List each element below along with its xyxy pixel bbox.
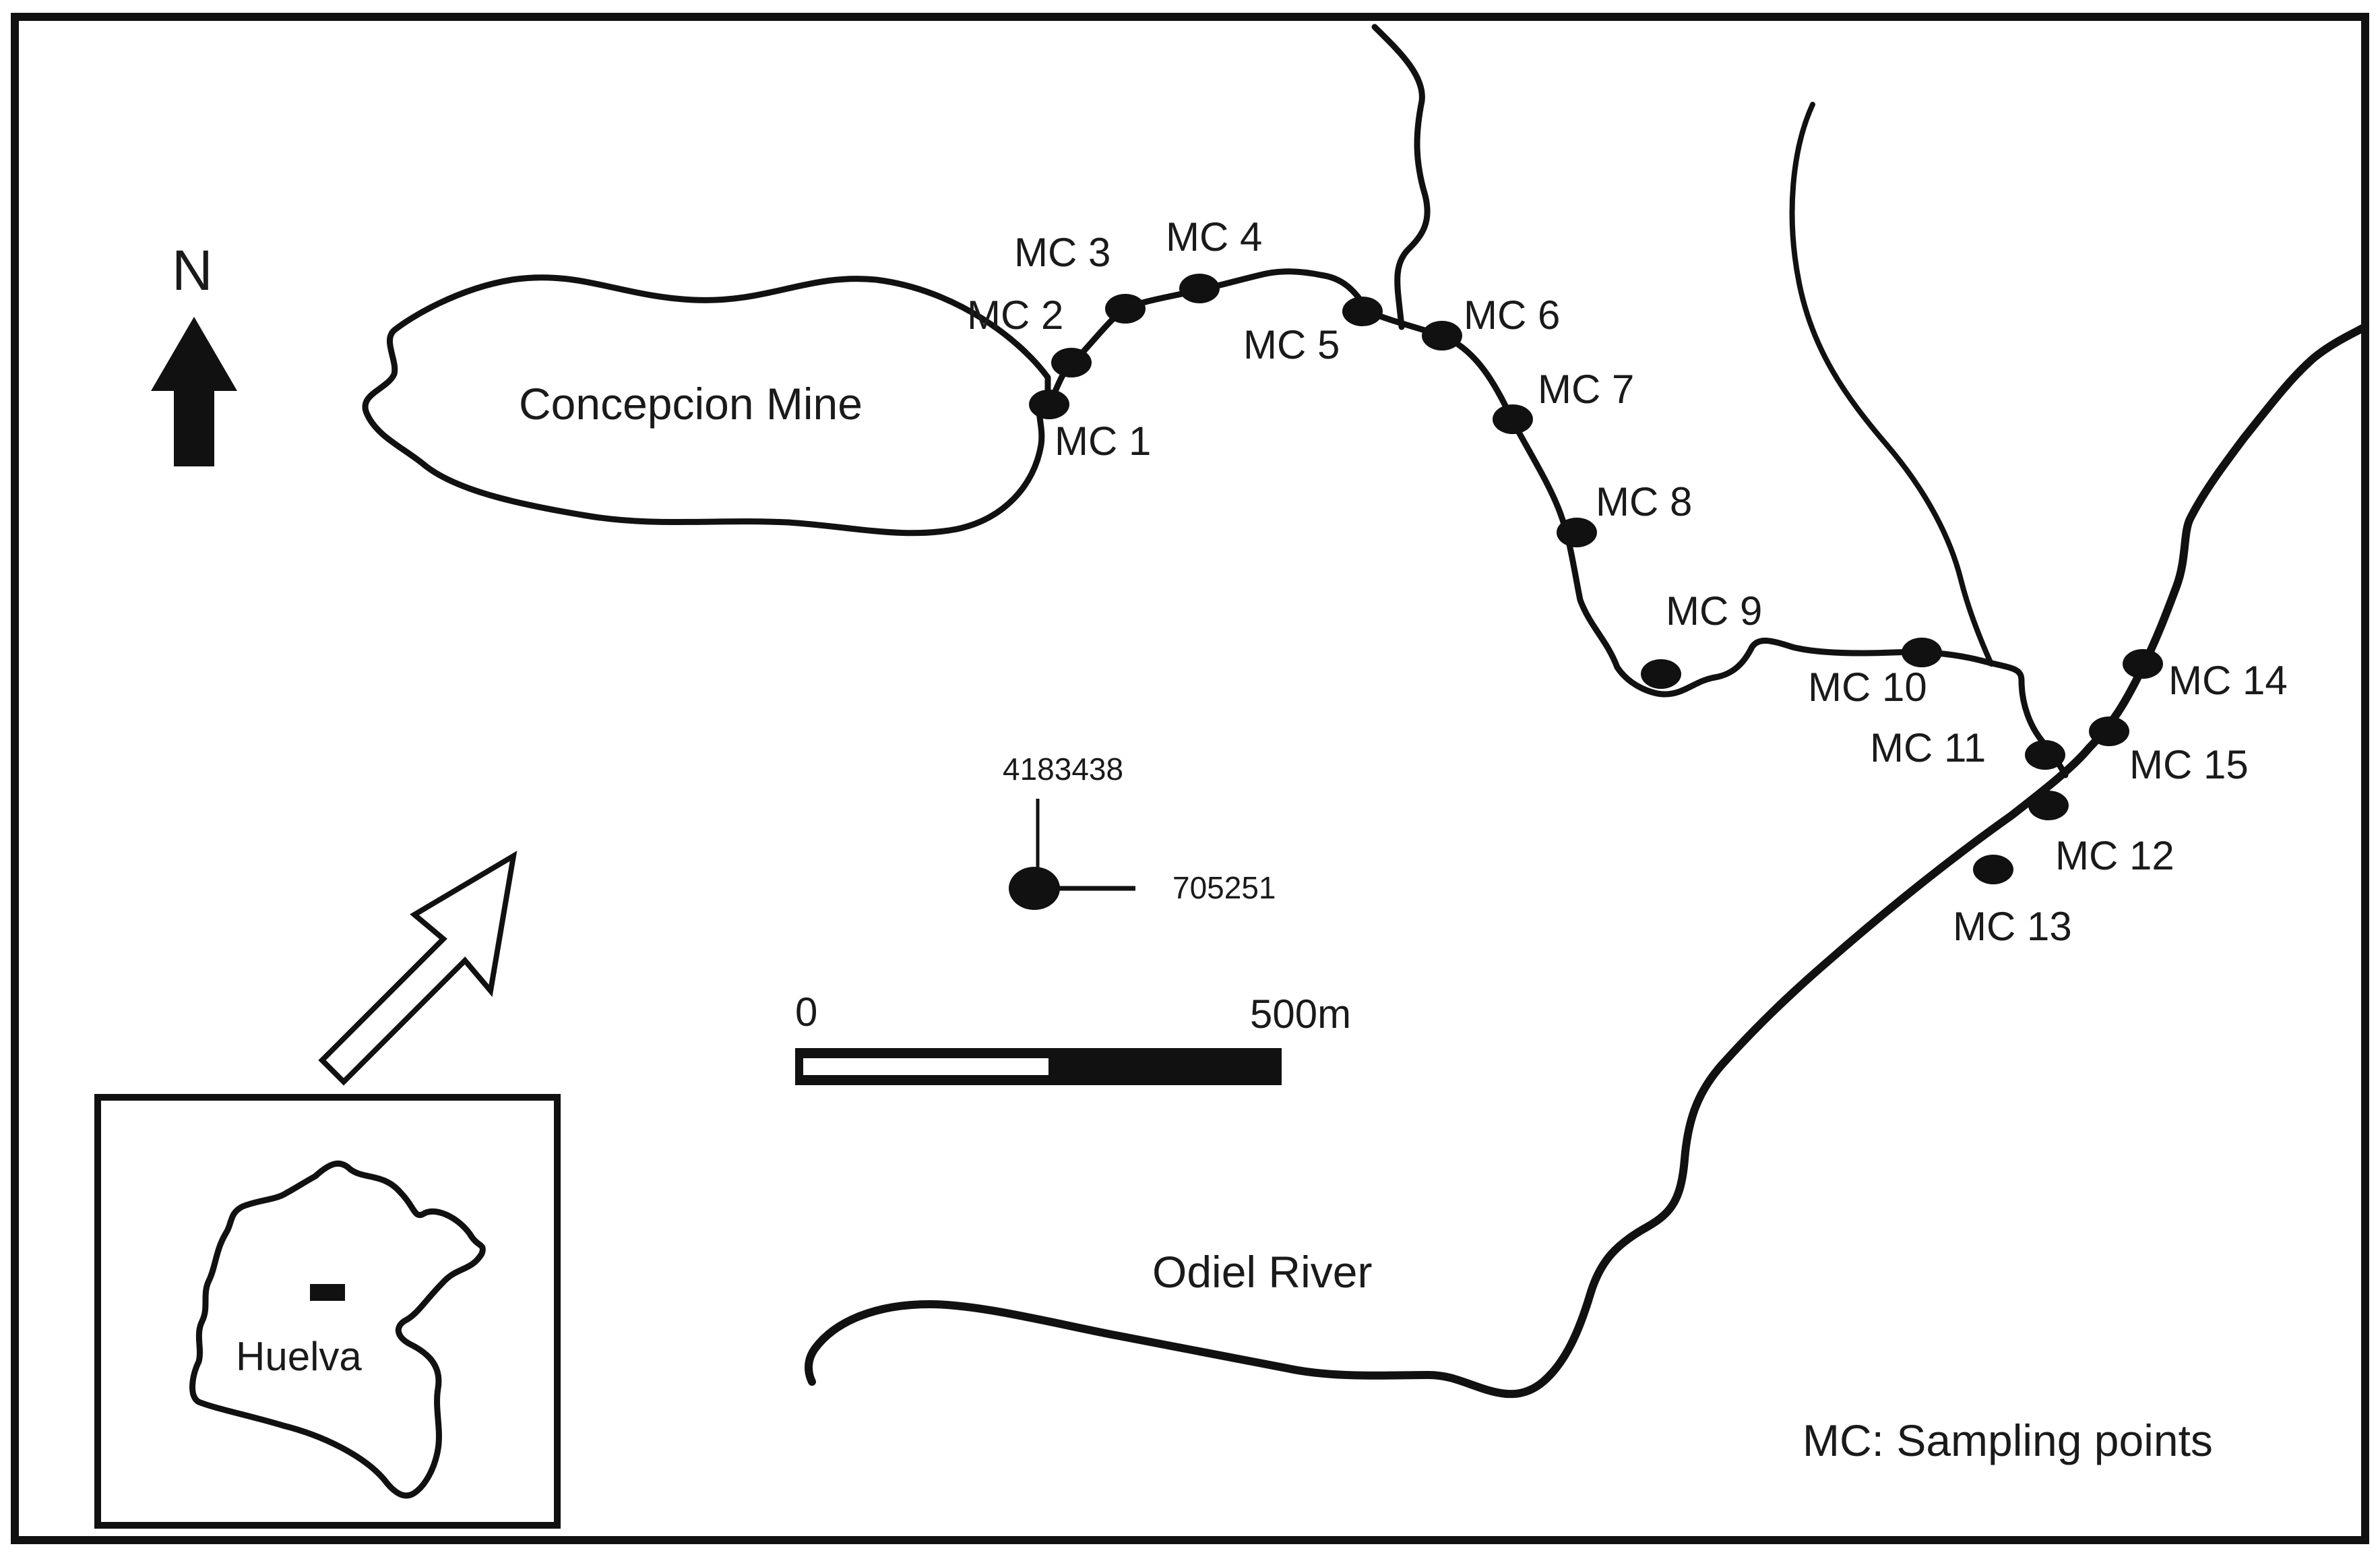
sampling-point-marker-mc2 (1051, 348, 1092, 377)
sampling-point-label: MC 11 (1870, 725, 1986, 770)
sampling-labels: MC 1 MC 2 MC 3 MC 4 MC 5 MC 6 MC 7 MC 8 … (967, 214, 2288, 949)
sampling-point-marker-mc3 (1105, 294, 1146, 324)
inset-label: Huelva (236, 1334, 362, 1379)
sampling-point-marker-mc9 (1641, 659, 1681, 689)
east-tributary (1789, 102, 1994, 667)
sampling-point-label: MC 2 (967, 293, 1063, 338)
coordinate-point-marker (1009, 867, 1060, 910)
sampling-point-label: MC 4 (1166, 214, 1262, 259)
scale-start-label: 0 (795, 989, 817, 1035)
easting-label: 705251 (1172, 870, 1276, 905)
mine-label: Concepcion Mine (519, 379, 863, 429)
sampling-point-marker-mc4 (1179, 274, 1220, 303)
sampling-point-marker-mc14 (2123, 649, 2163, 679)
sampling-point-marker-mc8 (1557, 518, 1597, 547)
north-arrow-icon (151, 317, 237, 466)
sampling-point-label: MC 9 (1666, 588, 1762, 634)
sampling-point-marker-mc5 (1342, 297, 1383, 326)
sampling-point-label: MC 6 (1464, 293, 1560, 338)
sampling-point-marker-mc13 (1973, 855, 2013, 884)
inset-map: Huelva (94, 1094, 561, 1529)
sampling-point-marker-mc10 (1902, 638, 1942, 667)
mine-outline (362, 274, 1051, 537)
northing-label: 4183438 (1003, 752, 1123, 787)
map-frame (11, 13, 2369, 1544)
sampling-markers (1029, 274, 2163, 884)
huelva-province-outline (189, 1160, 486, 1499)
north-arrow: N (151, 239, 237, 466)
sampling-point-label: MC 7 (1538, 367, 1634, 412)
legend-text: MC: Sampling points (1803, 1415, 2213, 1465)
river-label: Odiel River (1152, 1247, 1372, 1297)
scale-end-label: 500m (1250, 991, 1351, 1037)
sampling-point-marker-mc12 (2028, 791, 2069, 820)
sampling-point-label: MC 3 (1014, 230, 1110, 275)
sampling-point-label: MC 13 (1953, 904, 2072, 949)
odiel-river (805, 1061, 1726, 1399)
scale-bar: 0 500m (795, 989, 1351, 1085)
sampling-point-label: MC 5 (1243, 322, 1340, 367)
sampling-point-label: MC 15 (2129, 742, 2249, 787)
sampling-point-label: MC 12 (2055, 833, 2174, 878)
sampling-point-label: MC 14 (2168, 658, 2288, 703)
sampling-point-label: MC 10 (1808, 665, 1927, 710)
north-tributary (1371, 24, 1431, 330)
north-label: N (172, 239, 213, 302)
sampling-point-label: MC 8 (1596, 479, 1692, 524)
sampling-point-marker-mc6 (1422, 321, 1462, 350)
sampling-point-marker-mc11 (2025, 740, 2065, 770)
coordinate-marker: 4183438 705251 (1003, 752, 1276, 910)
location-pointer-arrow (318, 851, 518, 1086)
huelva-city-marker (310, 1284, 345, 1301)
sampling-point-marker-mc1 (1029, 390, 1069, 419)
sampling-point-marker-mc15 (2089, 716, 2129, 746)
sampling-point-label: MC 1 (1055, 419, 1151, 464)
sampling-point-marker-mc7 (1493, 404, 1533, 434)
